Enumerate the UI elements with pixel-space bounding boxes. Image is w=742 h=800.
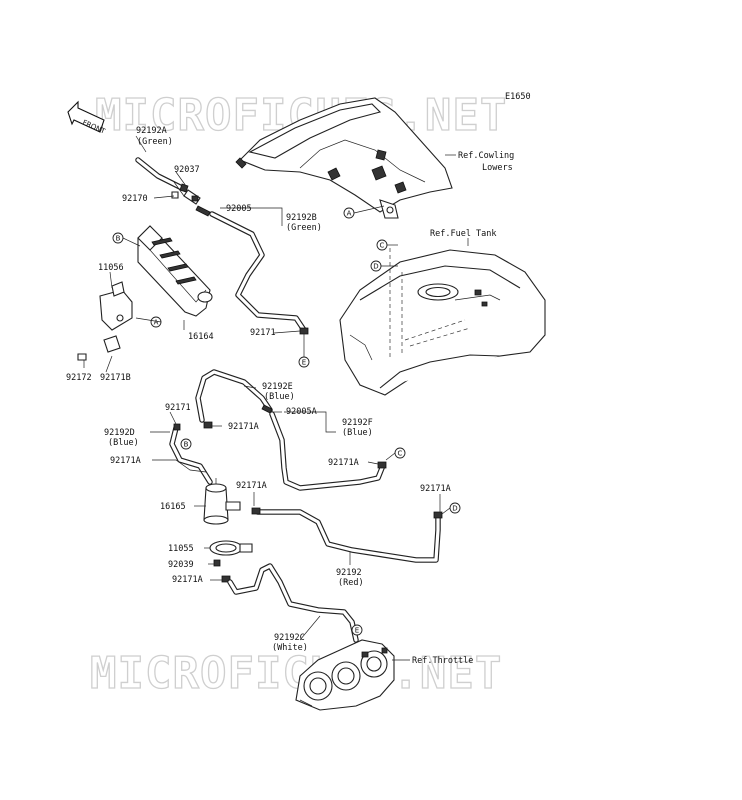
ref-circle-e-2: E xyxy=(351,624,363,636)
label-92192e: 92192E xyxy=(262,382,293,392)
ref-circle-d-1: D xyxy=(370,260,382,272)
svg-text:C: C xyxy=(380,242,385,250)
label-92192e-color: (Blue) xyxy=(264,392,295,402)
separator-16165-part xyxy=(203,478,241,525)
label-92171a-6: 92171A xyxy=(172,575,203,585)
ref-circle-b-2: B xyxy=(180,438,192,450)
label-92171a-4: 92171A xyxy=(420,484,451,494)
label-92005a: 92005A xyxy=(286,407,317,417)
label-92192a: 92192A xyxy=(136,126,167,136)
svg-text:C: C xyxy=(398,450,403,458)
ref-cowling-lowers-label: Lowers xyxy=(482,163,513,173)
label-92171-a: 92171 xyxy=(250,328,276,338)
bracket-11056-part xyxy=(99,281,133,353)
label-92192c: 92192C xyxy=(274,633,305,643)
svg-text:A: A xyxy=(154,319,159,327)
ref-circle-a-1: A xyxy=(343,207,355,219)
svg-text:B: B xyxy=(116,235,121,243)
svg-text:A: A xyxy=(347,210,352,218)
label-92172: 92172 xyxy=(66,373,92,383)
canister-16164-part xyxy=(137,225,213,317)
label-92005: 92005 xyxy=(226,204,252,214)
label-92171-b: 92171 xyxy=(165,403,191,413)
bracket-11055-part xyxy=(209,540,253,556)
label-92192-color: (Red) xyxy=(338,578,364,588)
ref-throttle-label: Ref.Throttle xyxy=(412,656,473,666)
label-92192: 92192 xyxy=(336,568,362,578)
label-92171a-1: 92171A xyxy=(228,422,259,432)
label-92192c-color: (White) xyxy=(272,643,308,653)
label-92171a-2: 92171A xyxy=(110,456,141,466)
svg-text:D: D xyxy=(452,505,457,513)
label-92192b: 92192B xyxy=(286,213,317,223)
label-92170: 92170 xyxy=(122,194,148,204)
watermark-bottom: MICROFICHES.NET xyxy=(90,648,502,699)
diagram-code: E1650 xyxy=(505,92,531,102)
label-92192d: 92192D xyxy=(104,428,135,438)
ref-fuel-tank-label: Ref.Fuel Tank xyxy=(430,229,497,239)
svg-text:E: E xyxy=(355,627,359,635)
throttle-body-part xyxy=(295,639,395,711)
label-92192a-color: (Green) xyxy=(137,137,173,147)
label-92037: 92037 xyxy=(174,165,200,175)
label-16165: 16165 xyxy=(160,502,186,512)
label-92192b-color: (Green) xyxy=(286,223,322,233)
label-92171a-5: 92171A xyxy=(236,481,267,491)
label-11056: 11056 xyxy=(98,263,124,273)
label-92039: 92039 xyxy=(168,560,194,570)
ref-circle-b-1: B xyxy=(112,232,124,244)
label-92192d-color: (Blue) xyxy=(108,438,139,448)
svg-text:B: B xyxy=(184,441,189,449)
cowling-part xyxy=(235,97,453,219)
ref-circle-e-1: E xyxy=(298,356,310,368)
ref-circle-c-2: C xyxy=(394,447,406,459)
fuel-tank-part xyxy=(339,249,546,396)
ref-circle-d-2: D xyxy=(449,502,461,514)
label-92171b: 92171B xyxy=(100,373,131,383)
label-92171a-3: 92171A xyxy=(328,458,359,468)
label-16164: 16164 xyxy=(188,332,214,342)
svg-text:E: E xyxy=(302,359,306,367)
ref-cowling-label: Ref.Cowling xyxy=(458,151,514,161)
ref-circle-c-1: C xyxy=(376,239,388,251)
svg-text:D: D xyxy=(373,263,378,271)
label-92192f-color: (Blue) xyxy=(342,428,373,438)
label-92192f: 92192F xyxy=(342,418,373,428)
label-11055: 11055 xyxy=(168,544,194,554)
